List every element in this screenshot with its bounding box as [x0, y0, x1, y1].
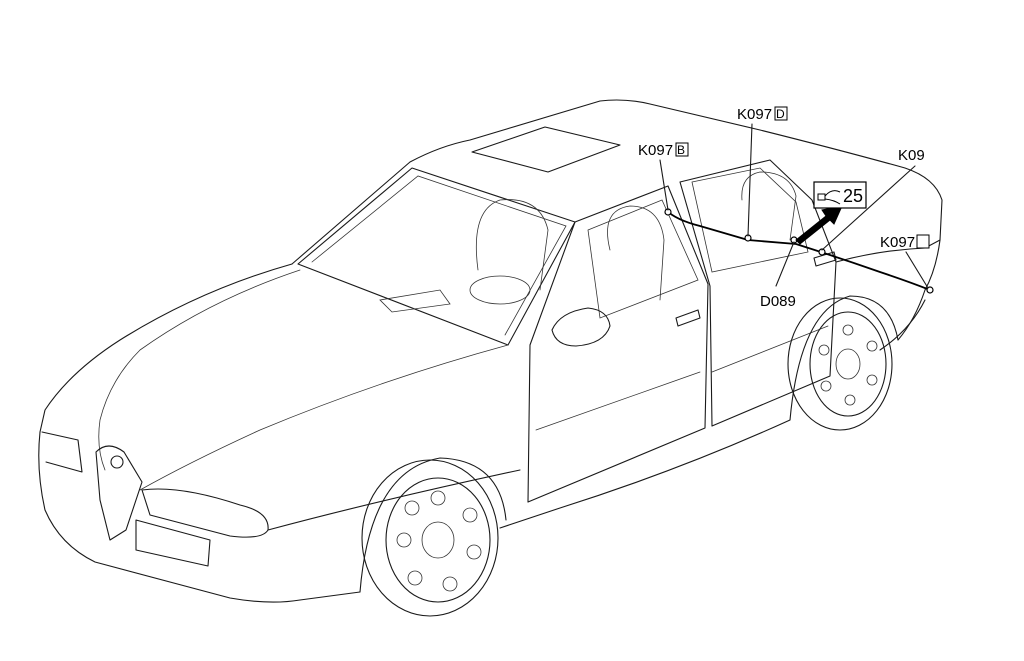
rear-door-outline [679, 159, 837, 427]
sunroof-outline [471, 126, 621, 173]
steering-wheel [469, 275, 531, 305]
reference-number: 25 [843, 186, 863, 206]
side-mirror [551, 307, 611, 347]
connector-code: K097 [880, 234, 915, 251]
reference-box: 25 [813, 181, 867, 209]
front-seat [475, 199, 549, 291]
hood-outline [39, 263, 293, 433]
label-d089: D089 [760, 293, 796, 310]
rear-wheel [787, 297, 893, 431]
reference-arrow [795, 205, 843, 245]
front-door-outline [527, 185, 709, 503]
label-k097d: K097 D [737, 106, 788, 123]
label-k09: K09 [898, 147, 925, 164]
callout-leaders [659, 123, 929, 289]
side-sill [299, 299, 926, 601]
wiring-harness [665, 209, 931, 291]
connector-code: K097 [638, 142, 673, 159]
label-k097: K097 [880, 234, 930, 251]
windshield-outline [297, 167, 576, 346]
component-code: D089 [760, 293, 796, 310]
front-wheel [361, 459, 499, 617]
car-illustration [38, 99, 943, 617]
label-k097b: K097 B [638, 142, 689, 159]
front-grille [95, 445, 143, 541]
connector-icon [817, 190, 841, 205]
connector-code: K09 [898, 147, 925, 164]
headlight [141, 488, 269, 538]
connector-suffix: D [776, 107, 785, 121]
front-bumper [38, 431, 301, 603]
connector-code: K097 [737, 106, 772, 123]
connector-suffix: B [677, 143, 685, 157]
front-wheel-arch [359, 457, 507, 593]
rear-wheel-arch [789, 295, 899, 421]
